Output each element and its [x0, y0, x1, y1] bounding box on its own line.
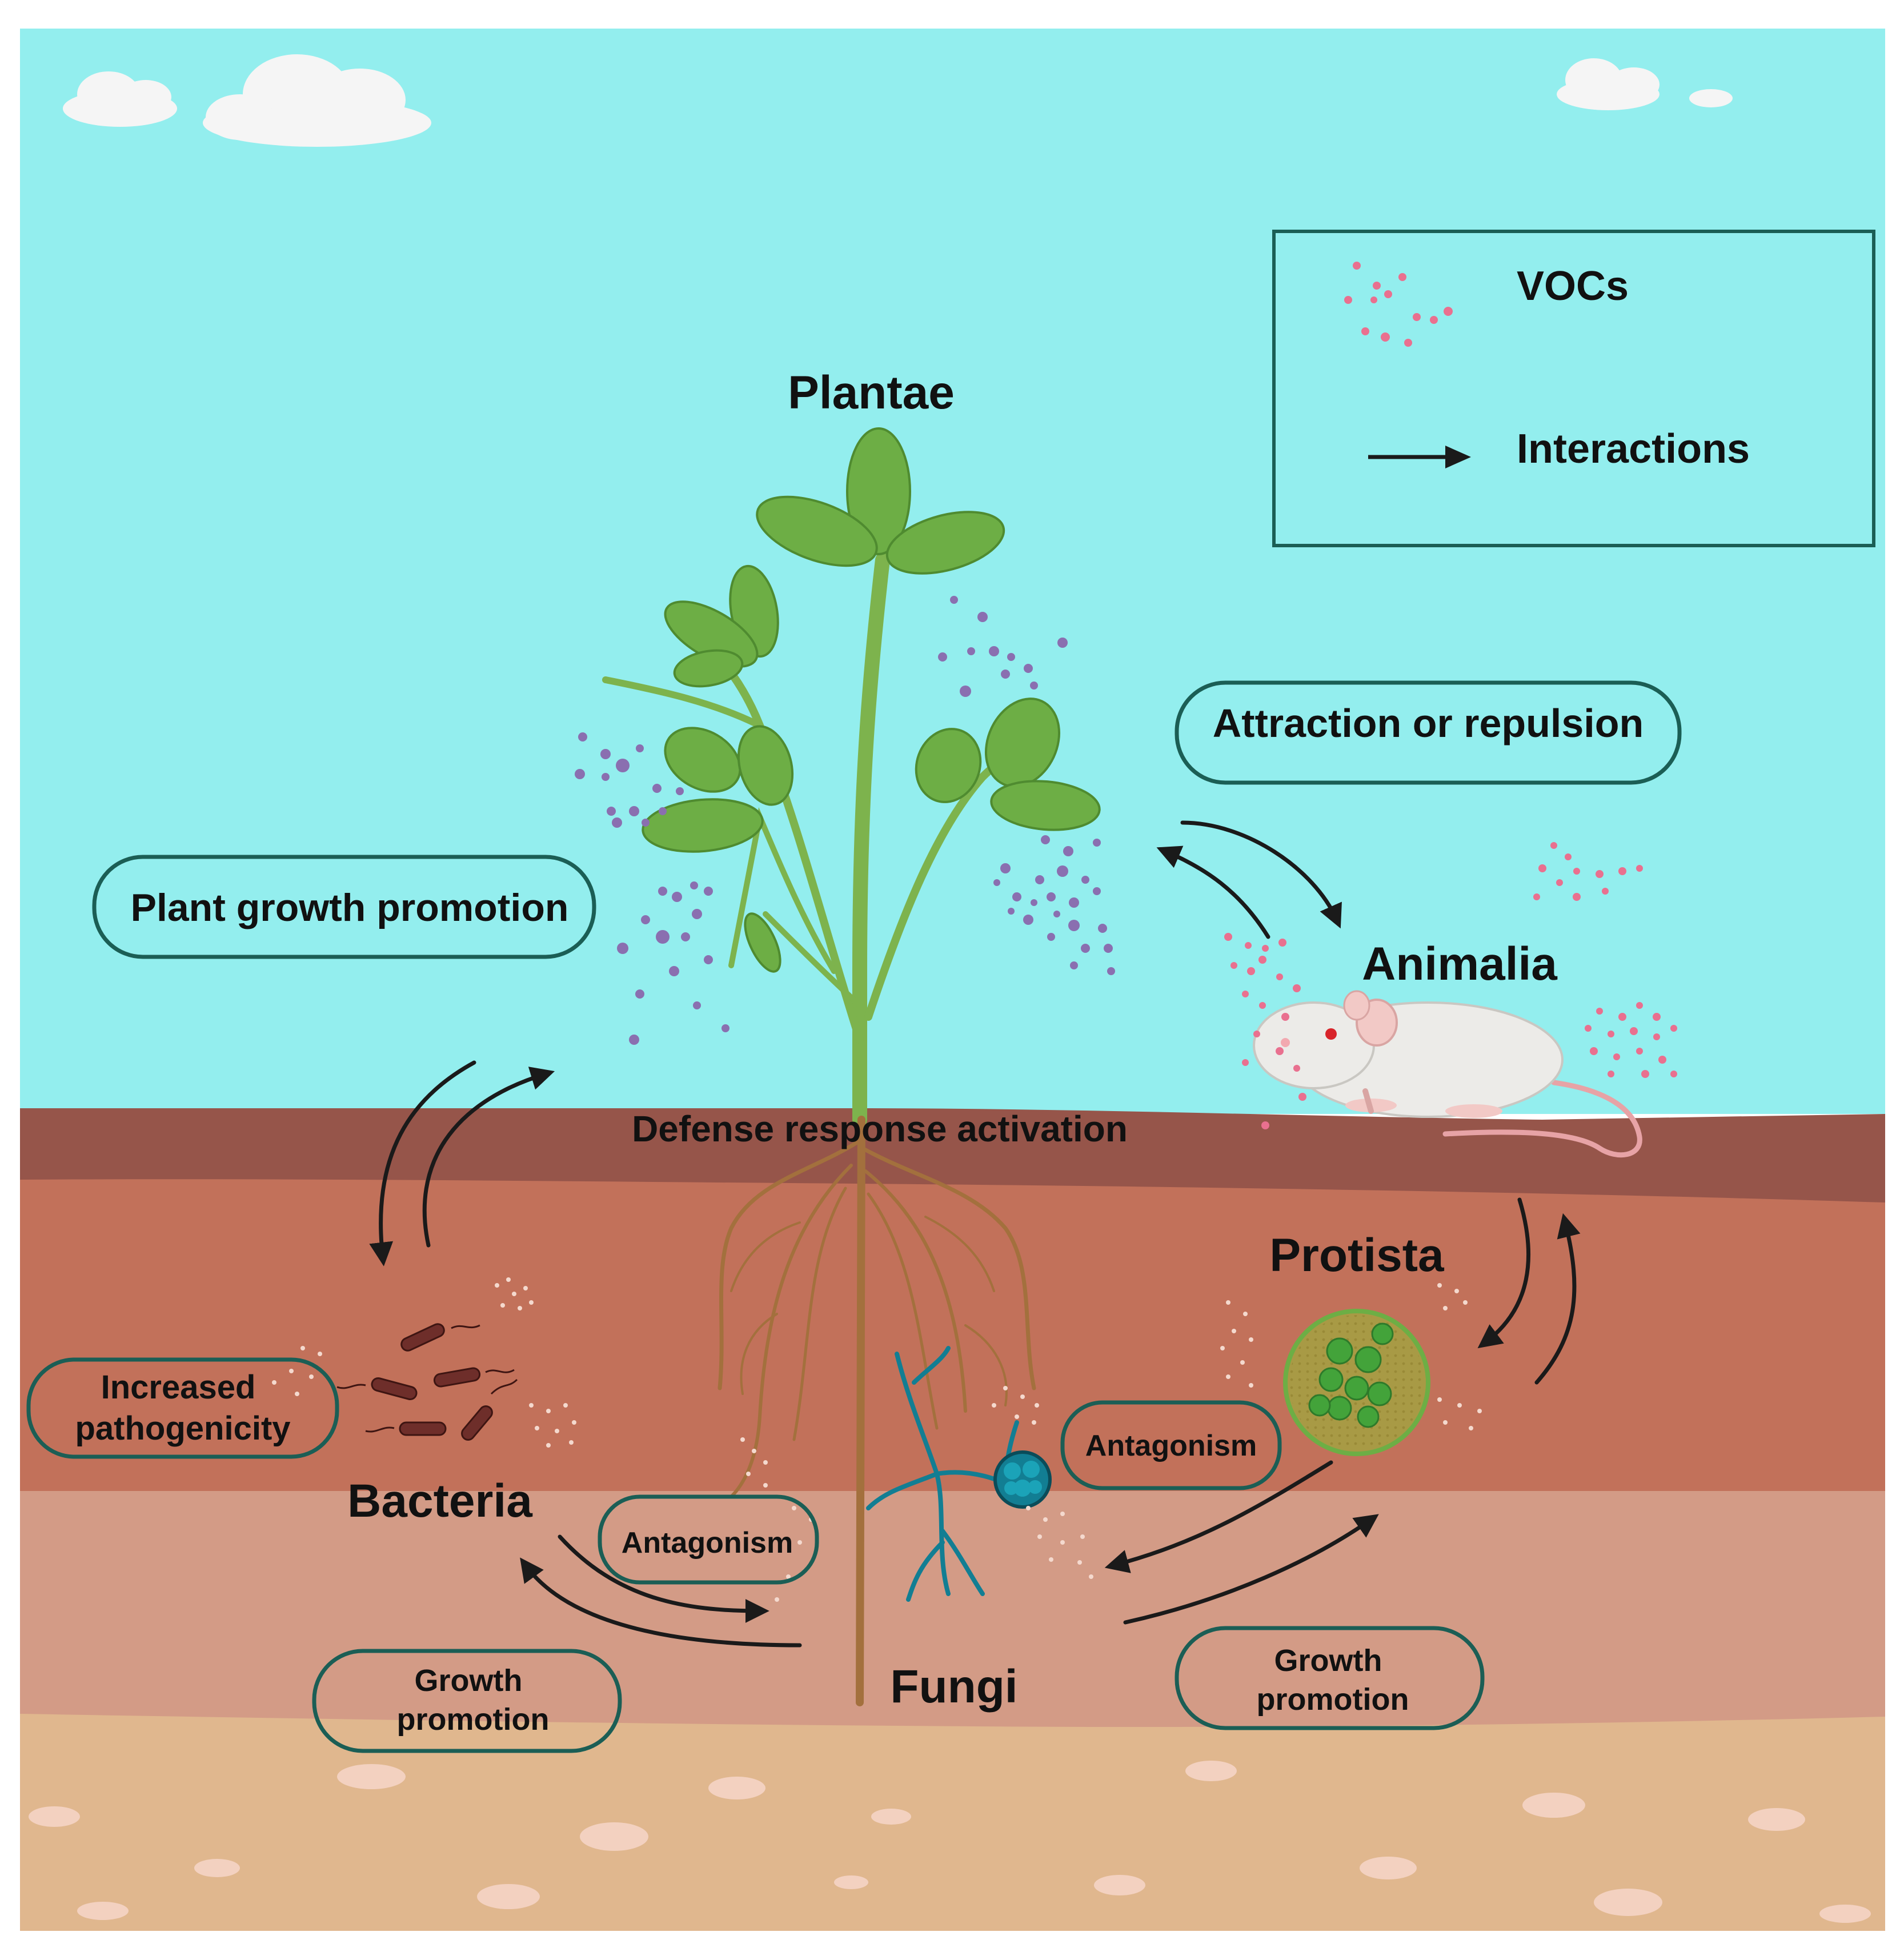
cloud-icon: [203, 54, 431, 147]
pill-antagonism-left: [598, 1494, 819, 1585]
label-increased: Increased: [101, 1369, 256, 1406]
mouse-icon: [1253, 990, 1642, 1158]
voc-dots-icon: [1344, 262, 1453, 347]
arrow-icon: [1368, 446, 1471, 468]
soil-base-layer: [20, 1714, 1885, 1931]
root-system-icon: [717, 1116, 1036, 1706]
pebbles: [29, 1761, 1871, 1923]
sky-background: [20, 29, 1885, 1114]
label-attraction: Attraction or repulsion: [1213, 701, 1644, 745]
label-bacteria: Bacteria: [347, 1475, 533, 1527]
pill-growth-left: [312, 1649, 622, 1753]
plant-icon: [602, 427, 1101, 1127]
cloud-icon: [63, 71, 177, 127]
pill-growth-right: [1175, 1626, 1485, 1730]
cloud-icon: [1557, 58, 1733, 110]
label-growth-right-2: promotion: [1257, 1682, 1409, 1717]
pill-increased-pathogenicity: [26, 1357, 339, 1459]
label-fungi: Fungi: [890, 1661, 1017, 1713]
soil-lower-layer: [20, 1491, 1885, 1729]
legend: VOCs Interactions: [1272, 230, 1875, 547]
pill-plant-growth: [92, 855, 596, 959]
voc-dots-plant: [575, 596, 1115, 1045]
label-antagonism-right: Antagonism: [1085, 1429, 1257, 1462]
fungal-spore-icon: [993, 1450, 1052, 1509]
voc-dots-mouse: [1224, 842, 1677, 1129]
label-plantae: Plantae: [788, 367, 955, 419]
label-defense: Defense response activation: [632, 1108, 1128, 1149]
label-protista: Protista: [1269, 1229, 1445, 1281]
label-plant-growth: Plant growth promotion: [131, 886, 569, 929]
legend-label-vocs: VOCs: [1517, 263, 1629, 309]
legend-label-interactions: Interactions: [1517, 426, 1750, 472]
pill-attraction: [1175, 680, 1682, 785]
label-antagonism-left: Antagonism: [622, 1526, 793, 1560]
label-growth-right-1: Growth: [1274, 1644, 1382, 1678]
label-pathogenicity: pathogenicity: [75, 1410, 290, 1447]
label-animalia: Animalia: [1362, 938, 1558, 990]
soil-middle-layer: [20, 1179, 1885, 1494]
interaction-arrows: [369, 820, 1581, 1648]
pill-antagonism-right: [1060, 1400, 1282, 1490]
label-growth-left-2: promotion: [397, 1702, 550, 1737]
protist-cell-icon: [1283, 1309, 1430, 1456]
bacteria-icon: [336, 1323, 518, 1441]
voc-dots-soil: [272, 1277, 1482, 1602]
label-growth-left-1: Growth: [415, 1664, 523, 1698]
